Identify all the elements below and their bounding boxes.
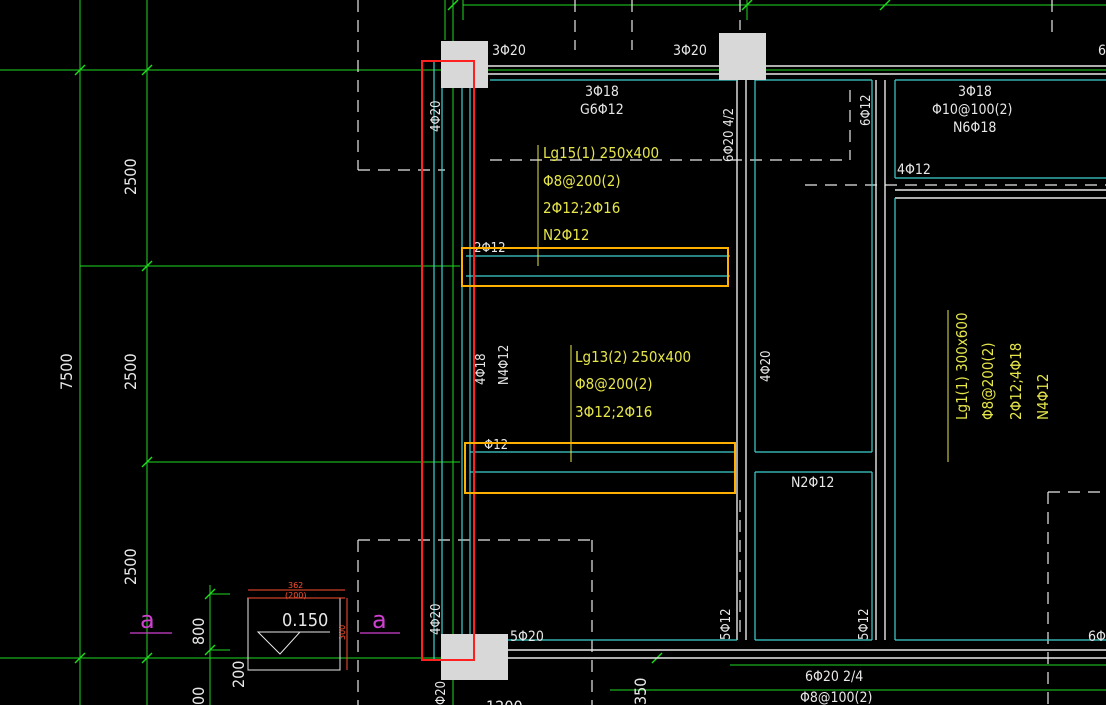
lg1-bars: 2Φ12;4Φ18: [1007, 343, 1025, 420]
label-bot-5phi12-a: 5Φ12: [719, 608, 734, 640]
beam-lines: [470, 65, 1106, 659]
dim-1200: 1200: [486, 697, 523, 705]
section-marker-right: a: [372, 606, 387, 634]
lg15-bars: 2Φ12;2Φ16: [543, 199, 620, 217]
label-mid-4phi18: 4Φ18: [474, 353, 489, 385]
lg15-name: Lg15(1) 250x400: [543, 144, 659, 162]
label-beam-g6phi12: G6Φ12: [580, 102, 624, 118]
label-bot-5phi20: 5Φ20: [510, 629, 544, 645]
label-mid-n4phi12: N4Φ12: [497, 345, 512, 385]
label-right-4phi12: 4Φ12: [897, 162, 931, 178]
label-left-4phi20-top: 4Φ20: [429, 100, 444, 132]
label-right-n6phi18: N6Φ18: [953, 120, 996, 136]
dim-bay-3: 2500: [121, 548, 140, 585]
label-bot-5phi12-b: 5Φ12: [857, 608, 872, 640]
dim-200: 200: [229, 661, 248, 688]
section-elevation: 0.150: [282, 610, 328, 631]
label-vert-6phi20-4-2: 6Φ20 4/2: [722, 108, 737, 162]
rebar-outlines: [433, 60, 1106, 660]
section-w-outer: 362: [288, 581, 303, 590]
dim-800: 800: [189, 618, 208, 645]
label-right-phi10-100: Φ10@100(2): [932, 102, 1012, 118]
section-detail: [130, 589, 400, 671]
dashed-outlines: [357, 0, 1106, 705]
label-edge-6-top: 6: [1098, 43, 1106, 59]
highlight-lg13-beam[interactable]: [464, 442, 736, 494]
column-top-middle[interactable]: [719, 33, 766, 80]
lg15-n: N2Φ12: [543, 226, 589, 244]
label-bot-6phi20: 6Φ20 2/4: [805, 669, 863, 685]
label-edge-6phi: 6Φ: [1088, 629, 1106, 645]
dim-total-height: 7500: [57, 353, 76, 390]
label-top-3phi20-a: 3Φ20: [492, 43, 526, 59]
label-vert-6phi12: 6Φ12: [859, 94, 874, 126]
lg1-name: Lg1(1) 300x600: [953, 312, 971, 420]
section-marker-left: a: [140, 606, 155, 634]
dim-350: 350: [631, 678, 650, 705]
dim-bay-1: 2500: [121, 158, 140, 195]
label-mid-4phi20: 4Φ20: [759, 350, 774, 382]
label-n2phi12: N2Φ12: [791, 475, 834, 491]
section-w-inner: (200): [285, 591, 307, 600]
lg13-stirrup: Φ8@200(2): [575, 375, 653, 393]
label-bot-phi8-100: Φ8@100(2): [800, 690, 872, 705]
lg13-name: Lg13(2) 250x400: [575, 348, 691, 366]
lg1-stirrup: Φ8@200(2): [979, 342, 997, 420]
label-left-4phi20-bot: 4Φ20: [429, 603, 444, 635]
lg1-n: N4Φ12: [1034, 374, 1052, 420]
highlight-lg15-beam[interactable]: [461, 247, 729, 287]
label-top-3phi20-b: 3Φ20: [673, 43, 707, 59]
highlight-left-beam[interactable]: [421, 60, 475, 661]
column-top-left[interactable]: [441, 41, 488, 88]
section-side: 300: [338, 625, 347, 640]
dimension-ticks: [74, 0, 891, 664]
dim-00: 00: [189, 687, 208, 705]
label-beam-3phi18: 3Φ18: [585, 84, 619, 100]
label-right-3phi18: 3Φ18: [958, 84, 992, 100]
lg15-stirrup: Φ8@200(2): [543, 172, 621, 190]
label-lg13-end: Φ12: [484, 438, 508, 453]
lg13-bars: 3Φ12;2Φ16: [575, 403, 652, 421]
dim-bay-2: 2500: [121, 353, 140, 390]
label-dim-bottom-left: Φ20: [434, 681, 449, 705]
